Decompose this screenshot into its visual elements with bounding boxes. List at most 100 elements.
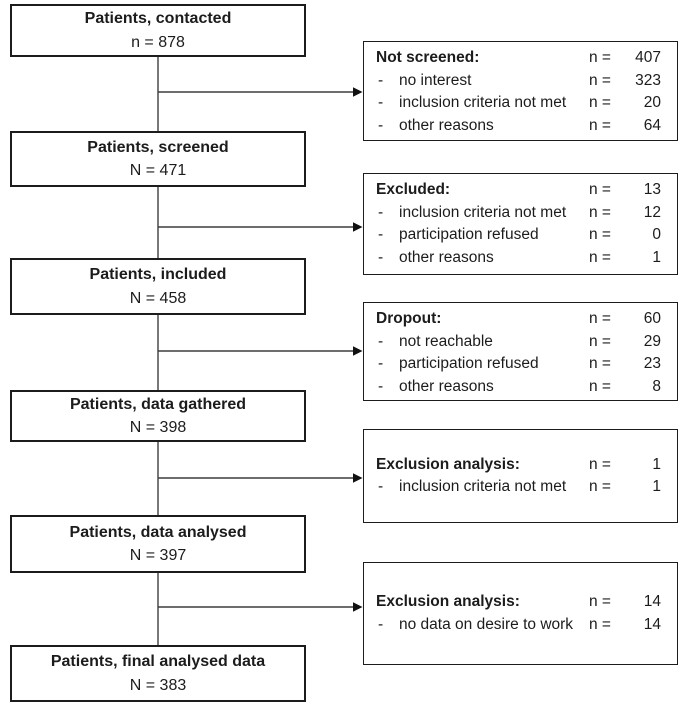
side-box-item: - other reasons n = 1 xyxy=(376,247,661,270)
n-prefix: n = xyxy=(589,310,611,327)
dash-bullet: - xyxy=(378,377,384,395)
arrowhead-icon xyxy=(353,602,363,612)
side-item-label: inclusion criteria not met xyxy=(399,478,567,495)
dash-bullet: - xyxy=(378,355,384,372)
side-item-count: 23 xyxy=(643,355,661,372)
side-item-label: participation refused xyxy=(399,355,539,372)
side-box-item: - inclusion criteria not met n =1 xyxy=(376,476,661,499)
side-item-count: 0 xyxy=(652,226,661,243)
side-item-count: 8 xyxy=(652,377,661,395)
side-box-item: - participation refused n = 23 xyxy=(376,353,661,376)
arrowhead-icon xyxy=(353,222,363,232)
n-prefix: n = xyxy=(589,226,611,243)
n-prefix: n = xyxy=(589,593,611,610)
n-prefix: n = xyxy=(589,455,611,473)
side-box-title: Not screened: xyxy=(376,49,480,66)
dash-bullet: - xyxy=(378,94,384,111)
side-item-count: 29 xyxy=(643,332,661,350)
side-item-count: 14 xyxy=(643,615,661,633)
side-box-count: 1 xyxy=(652,455,661,473)
side-box-header: Not screened: n = 407 xyxy=(376,47,661,70)
n-prefix: n = xyxy=(589,203,611,221)
flow-box-patients-screened: Patients, screened N = 471 xyxy=(10,131,306,187)
side-box-excluded: Excluded: n = 13 - inclusion criteria not… xyxy=(363,173,678,275)
side-box-count: 13 xyxy=(643,181,661,198)
flow-box-count: N = 398 xyxy=(129,419,187,436)
n-prefix: n = xyxy=(589,377,611,395)
side-box-item: - other reasons n = 8 xyxy=(376,376,661,399)
side-item-label: other reasons xyxy=(399,377,494,395)
side-box-header: Exclusion analysis: n =14 xyxy=(376,591,661,614)
side-item-label: inclusion criteria not met xyxy=(399,94,567,111)
flow-box-count: N = 397 xyxy=(129,547,187,564)
dash-bullet: - xyxy=(378,332,384,350)
arrowhead-icon xyxy=(353,87,363,97)
side-box-header: Excluded: n = 13 xyxy=(376,179,661,202)
flow-box-title: Patients, data gathered xyxy=(69,395,247,413)
side-item-label: not reachable xyxy=(399,332,493,350)
side-box-title: Dropout: xyxy=(376,310,442,327)
arrowhead-icon xyxy=(353,473,363,483)
flow-box-patients-contacted: Patients, contacted n = 878 xyxy=(10,4,306,57)
n-prefix: n = xyxy=(589,94,611,111)
side-item-label: other reasons xyxy=(399,248,494,266)
side-item-label: participation refused xyxy=(399,226,539,243)
flow-box-title: Patients, included xyxy=(89,266,227,284)
side-box-exclusion-analysis-1: Exclusion analysis: n = 1 - inclusion cri… xyxy=(363,429,678,523)
flow-box-patients-data-analysed: Patients, data analysed N = 397 xyxy=(10,515,306,573)
dash-bullet: - xyxy=(378,203,384,221)
n-prefix: n = xyxy=(589,355,611,372)
n-prefix: n = xyxy=(589,181,611,198)
side-box-not-screened: Not screened: n = 407 - no interest n = 32… xyxy=(363,41,678,141)
side-box-dropout: Dropout: n =60 - not reachable n =29 - p… xyxy=(363,302,678,401)
side-box-count: 407 xyxy=(635,49,661,66)
side-box-item: - inclusion criteria not met n = 20 xyxy=(376,92,661,115)
flow-box-title: Patients, final analysed data xyxy=(50,653,266,671)
side-item-label: no interest xyxy=(399,71,472,89)
flow-box-count: N = 471 xyxy=(129,162,187,179)
n-prefix: n = xyxy=(589,49,611,66)
side-item-count: 1 xyxy=(652,478,661,495)
flow-box-count: n = 878 xyxy=(131,33,185,51)
dash-bullet: - xyxy=(378,248,384,266)
n-prefix: n = xyxy=(589,116,611,134)
side-box-item: - no data on desire to work n = 14 xyxy=(376,614,661,637)
dash-bullet: - xyxy=(378,478,384,495)
side-item-label: inclusion criteria not met xyxy=(399,203,567,221)
side-item-label: no data on desire to work xyxy=(399,615,574,633)
side-box-title: Excluded: xyxy=(376,181,451,198)
n-prefix: n = xyxy=(589,71,611,89)
n-prefix: n = xyxy=(589,615,611,633)
side-box-item: - not reachable n =29 xyxy=(376,331,661,354)
flow-box-count: N = 458 xyxy=(129,289,187,307)
flow-box-title: Patients, screened xyxy=(87,138,229,156)
side-box-header: Dropout: n =60 xyxy=(376,308,661,331)
side-box-title: Exclusion analysis: xyxy=(376,455,520,473)
side-item-count: 12 xyxy=(643,203,661,221)
flow-box-count: N = 383 xyxy=(129,676,187,694)
side-item-label: other reasons xyxy=(399,116,494,134)
side-item-count: 1 xyxy=(652,248,661,266)
flow-box-patients-final-analysed-data: Patients, final analysed data N = 383 xyxy=(10,645,306,702)
flow-box-patients-included: Patients, included N = 458 xyxy=(10,258,306,315)
side-box-item: - inclusion criteria not met n = 12 xyxy=(376,202,661,225)
side-box-item: - no interest n =323 xyxy=(376,70,661,93)
side-box-exclusion-analysis-2: Exclusion analysis: n =14 - no data on d… xyxy=(363,562,678,665)
n-prefix: n = xyxy=(589,248,611,266)
side-item-count: 20 xyxy=(643,94,661,111)
arrowhead-icon xyxy=(353,346,363,356)
side-box-item: - participation refused n = 0 xyxy=(376,224,661,247)
dash-bullet: - xyxy=(378,226,384,243)
side-box-item: - other reasons n = 64 xyxy=(376,115,661,138)
flow-box-title: Patients, data analysed xyxy=(69,523,247,541)
side-item-count: 64 xyxy=(643,116,661,134)
dash-bullet: - xyxy=(378,615,384,633)
flow-box-patients-data-gathered: Patients, data gathered N = 398 xyxy=(10,390,306,442)
side-box-title: Exclusion analysis: xyxy=(376,593,520,610)
side-item-count: 323 xyxy=(635,71,661,89)
dash-bullet: - xyxy=(378,116,384,134)
side-box-header: Exclusion analysis: n = 1 xyxy=(376,454,661,477)
flow-box-title: Patients, contacted xyxy=(84,10,232,28)
